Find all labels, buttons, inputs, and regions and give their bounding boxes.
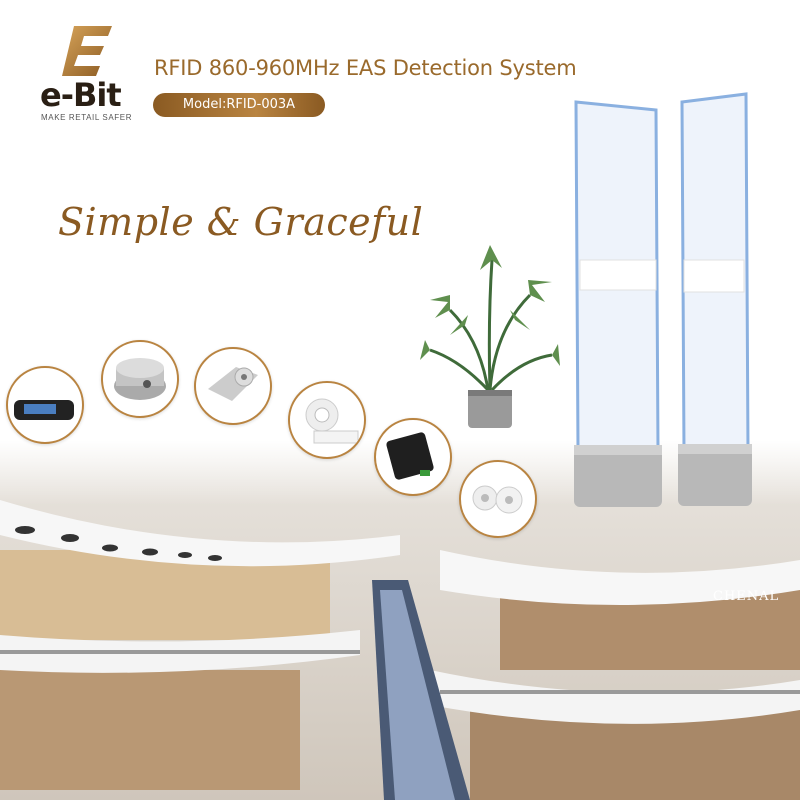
potted-plant-image [420,245,560,428]
model-badge: Model:RFID-003A [153,93,325,117]
handheld-reader-icon [6,366,84,444]
brand-name: e-Bit [40,76,122,114]
mall-interior-image [0,440,800,800]
hard-tag-pencil-icon [194,347,272,425]
hard-tag-round-icon [101,340,179,418]
page-title: RFID 860-960MHz EAS Detection System [154,56,577,80]
label-roll-icon [288,381,366,459]
rfid-reader-box-icon [374,418,452,496]
brand-logo-mark [62,26,112,76]
slogan: Simple & Graceful [58,200,424,244]
brand-tagline: MAKE RETAIL SAFER [41,113,133,122]
store-sign: CHENAL [713,589,780,604]
rfid-gate-antenna-left [574,100,662,507]
rfid-gate-antenna-right [678,92,752,506]
label-rolls-icon [459,460,537,538]
